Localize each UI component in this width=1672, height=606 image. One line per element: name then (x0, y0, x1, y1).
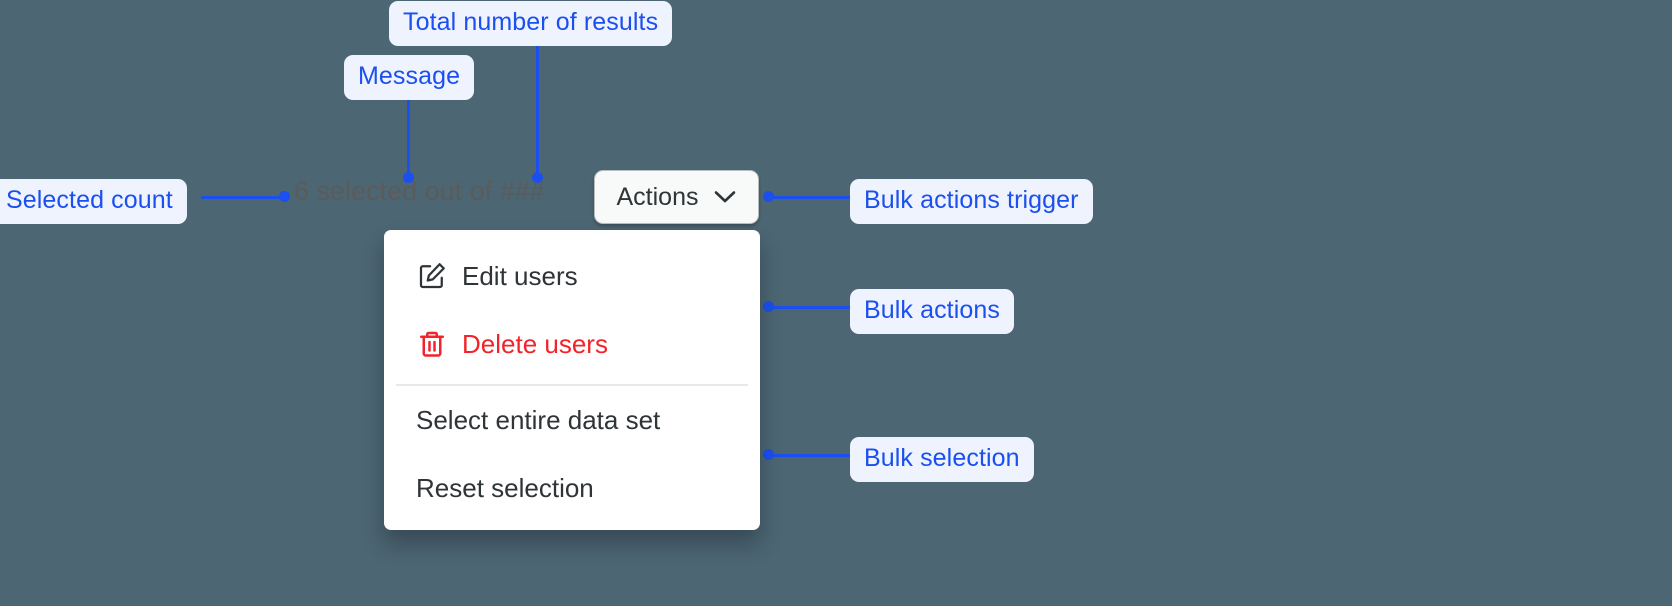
menu-item-label: Edit users (462, 261, 578, 291)
annotation-bulk-actions-trigger: Bulk actions trigger (850, 179, 1093, 224)
menu-item-reset-selection[interactable]: Reset selection (384, 460, 760, 516)
annotation-bulk-actions: Bulk actions (850, 289, 1014, 334)
menu-divider (396, 384, 748, 386)
connector-bulk-selection (768, 454, 854, 457)
chevron-down-icon (714, 190, 736, 204)
bulk-actions-menu: Edit users Delete users Select entire da… (384, 230, 760, 530)
connector-message (407, 92, 410, 178)
annotation-message: Message (344, 55, 475, 100)
menu-item-delete-users[interactable]: Delete users (384, 316, 760, 372)
annotation-bulk-selection: Bulk selection (850, 437, 1034, 482)
connector-dot-selected-count (279, 191, 290, 202)
annotation-selected-count: Selected count (0, 179, 187, 224)
menu-item-label: Select entire data set (416, 405, 661, 435)
menu-item-select-entire-data-set[interactable]: Select entire data set (384, 392, 760, 448)
connector-dot-bulk-selection (763, 449, 774, 460)
connector-dot-bulk-actions-trigger (763, 191, 774, 202)
connector-total-number-of-results (536, 38, 539, 178)
connector-bulk-actions (768, 306, 854, 309)
connector-dot-total-number-of-results (532, 172, 543, 183)
annotation-total-number-of-results: Total number of results (389, 1, 673, 46)
edit-pencil-square-icon (415, 259, 449, 293)
menu-item-label: Reset selection (416, 473, 594, 503)
connector-bulk-actions-trigger (768, 196, 854, 199)
menu-item-label: Delete users (462, 329, 608, 359)
connector-dot-bulk-actions (763, 301, 774, 312)
bulk-actions-trigger-button[interactable]: Actions (594, 170, 759, 224)
connector-dot-message (403, 172, 414, 183)
selection-message: 6 selected out of ### (294, 176, 545, 206)
bulk-actions-trigger-label: Actions (616, 182, 699, 211)
trash-icon (415, 327, 449, 361)
menu-item-edit-users[interactable]: Edit users (384, 248, 760, 304)
connector-selected-count (201, 196, 289, 199)
